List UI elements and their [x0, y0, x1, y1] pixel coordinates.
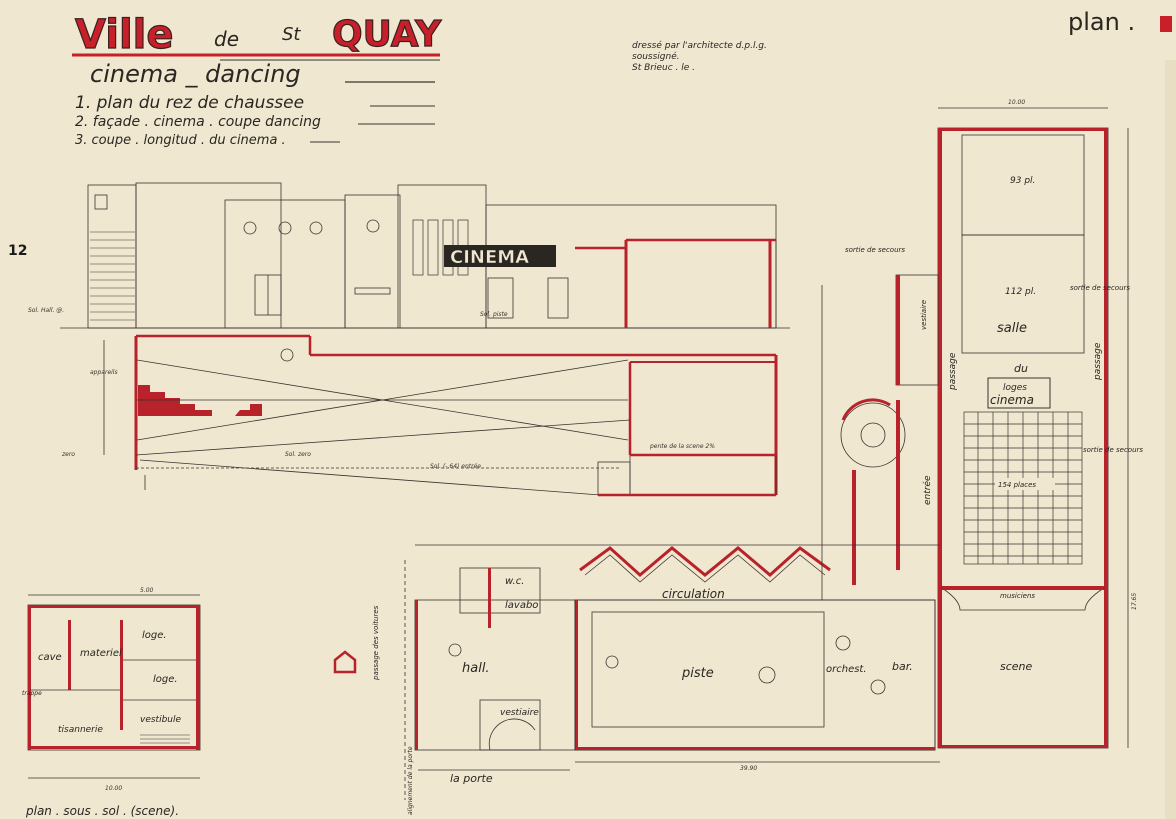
hall-label: hall. [462, 661, 490, 676]
dim-17: 17.65 [1131, 593, 1138, 610]
alignement-label: alignement de la porte [407, 746, 414, 815]
title-block: Ville de St QUAY cinema _ dancing 1. pla… [72, 11, 443, 148]
ground-floor-plan: 93 pl. 112 pl. salle du loges cinema 154… [333, 99, 1143, 815]
basement-plan: cave materiel loge. loge. vestibule tisa… [22, 587, 201, 818]
entree-label: entrée [922, 475, 933, 505]
sortie-secours-1: sortie de secours [1070, 284, 1130, 292]
corner-label: plan . [1068, 8, 1135, 36]
passage-right-label: passage [1093, 342, 1103, 381]
materiel-label: materiel [80, 648, 122, 659]
scene-label: scene [1000, 660, 1033, 673]
cinema-label: cinema [990, 393, 1034, 407]
passage-voitures-label: passage des voitures [372, 605, 380, 681]
piste-label: piste [681, 666, 714, 681]
musiciens-label: musiciens [1000, 592, 1035, 600]
loges-label: loges [1003, 383, 1027, 393]
basement-caption: plan . sous . sol . (scene). [25, 804, 179, 818]
du-label: du [1014, 362, 1028, 375]
loge1-label: loge. [142, 630, 167, 641]
seats-112: 112 pl. [1005, 287, 1036, 297]
sol-hall-label: Sol. Hall. @. [28, 307, 64, 314]
lavabo-label: lavabo [505, 600, 538, 611]
orchest-label: orchest. [826, 664, 867, 675]
corner-marker [1160, 16, 1172, 32]
seats-154: 154 places [998, 481, 1036, 489]
title-item-1: 1. plan du rez de chaussee [75, 93, 304, 113]
entree-level-label: Sol. (-.64) entrée [430, 463, 481, 470]
architect-line-1: dressé par l'architecte d.p.l.g. [632, 40, 767, 51]
title-subtitle: cinema _ dancing [90, 60, 301, 88]
sol-piste-label: Sol. piste [480, 311, 508, 318]
loge2-label: loge. [153, 674, 178, 685]
wc-label: w.c. [505, 576, 524, 587]
cave-label: cave [38, 652, 62, 663]
title-de: de [214, 27, 239, 51]
page-number: 12 [8, 243, 27, 259]
sol-zero-label: Sol. zero [285, 451, 311, 458]
cinema-sign-panel [444, 245, 556, 267]
vestibule-label: vestibule [140, 715, 181, 725]
basement-dim: 5.00 [140, 587, 154, 594]
zero-label: zero [61, 451, 75, 458]
circulation-label: circulation [662, 587, 725, 601]
title-item-3: 3. coupe . longitud . du cinema . [75, 133, 286, 148]
bar-label: bar. [892, 660, 913, 673]
architect-note: dressé par l'architecte d.p.l.g. soussig… [632, 40, 767, 73]
dim-total: 39.90 [740, 765, 757, 772]
basement-dim-total: 10.00 [105, 785, 122, 792]
architect-line-2: soussigné. [632, 51, 680, 62]
title-item-2: 2. façade . cinema . coupe dancing [75, 114, 321, 130]
passage-left-label: passage [948, 352, 958, 391]
sortie-secours-2: sortie de secours [1083, 446, 1143, 454]
seats-93: 93 pl. [1010, 176, 1035, 186]
seat-grid [963, 411, 1083, 565]
la-porte-label: la porte [450, 772, 493, 785]
cinema-sign-text: CINEMA [450, 247, 529, 268]
architect-line-3: St Brieuc . le . [632, 63, 695, 73]
title-quay: QUAY [332, 14, 442, 55]
title-ville: Ville [75, 12, 174, 58]
facade-section-drawing: CINEMA Sol. piste Sol. Hall. @. [28, 182, 790, 497]
tisannerie-label: tisannerie [58, 725, 103, 735]
salle-label: salle [997, 321, 1027, 336]
pente-scene-label: pente de la scene 2% [649, 443, 715, 450]
dim-10: 10.00 [1008, 99, 1025, 106]
trappe-label: trappe [22, 690, 42, 697]
vestiaire2-label: vestiaire [500, 708, 539, 718]
title-st: St [282, 24, 301, 45]
vestiaire-label: vestiaire [920, 300, 928, 330]
balcony-section [138, 385, 262, 416]
sortie-secours-3: sortie de secours [845, 246, 905, 254]
